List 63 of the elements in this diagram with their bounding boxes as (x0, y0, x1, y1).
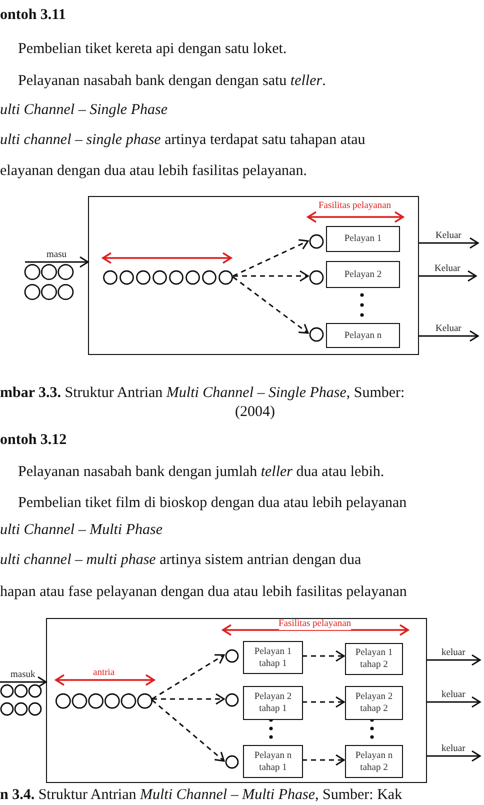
customer-circle (225, 649, 239, 663)
edge-label: Keluar (434, 264, 462, 274)
customer-circle (309, 270, 324, 285)
dashed-arrow (152, 693, 225, 705)
customer-queue (102, 270, 234, 285)
server-label: Pelayan n tahap 2 (354, 750, 394, 774)
server-label: Pelayan 2 tahap 1 (253, 691, 293, 715)
dashed-arrow (302, 754, 345, 766)
arrow (427, 750, 481, 762)
example-heading: ontoh 3.11 (0, 6, 66, 24)
customer-queue (55, 693, 153, 709)
customer-circle (225, 755, 239, 769)
dashed-arrow (232, 276, 309, 334)
body-text: Pembelian tiket kereta api dengan satu loket. (18, 40, 287, 58)
server-label: Pelayan 2 (344, 268, 382, 280)
edge-label: Keluar (434, 324, 462, 334)
customer-circle (309, 327, 324, 342)
section-heading: ulti Channel – Single Phase (0, 101, 168, 119)
figure-caption: n 3.4. Struktur Antrian Multi Channel – Multi Phase, Sumber: Kak (0, 786, 402, 804)
arrow (25, 256, 89, 268)
dimension-label: Fasilitas pelayanan (318, 201, 392, 212)
arrow (0, 676, 47, 688)
figure-caption: (2004) (235, 403, 275, 421)
body-text: Pelayanan nasabah bank dengan dengan satu teller. (18, 72, 326, 90)
example-heading: ontoh 3.12 (0, 431, 67, 449)
arrow (427, 696, 481, 708)
edge-label: keluar (440, 744, 466, 754)
section-heading: ulti Channel – Multi Phase (0, 521, 162, 539)
server-label: Pelayan 1 tahap 2 (354, 647, 394, 671)
server-label: Pelayan n tahap 1 (253, 750, 293, 774)
body-text: elayanan dengan dua atau lebih fasilitas pelayanan. (0, 162, 307, 180)
edge-label: Keluar (434, 231, 462, 241)
dashed-arrow (152, 654, 225, 700)
arriving-customers (24, 262, 74, 302)
edge-label: masuk (10, 670, 36, 680)
arrow (419, 330, 479, 342)
dashed-arrow (152, 699, 225, 762)
server-label: Pelayan 1 tahap 1 (253, 646, 293, 670)
body-text: ulti channel – multi phase artinya sistem antrian dengan dua (0, 551, 362, 569)
arrow (419, 270, 477, 282)
system-frame (88, 196, 419, 355)
system-frame (46, 618, 427, 783)
body-text: ulti channel – single phase artinya terdapat satu tahapan atau (0, 131, 366, 149)
customer-circle (225, 693, 239, 707)
arrow (419, 237, 479, 249)
dashed-arrow (232, 239, 309, 277)
dimension-label: Fasilitas pelayanan (278, 619, 352, 630)
body-text: Pembelian tiket film di bioskop dengan dua atau lebih pelayanan (18, 494, 407, 512)
figure-caption: mbar 3.3. Struktur Antrian Multi Channel – Single Phase, Sumber: (0, 384, 405, 402)
customer-circle (309, 234, 324, 249)
server-label: Pelayan 1 (344, 233, 382, 245)
body-text: hapan atau fase pelayanan dengan dua atau lebih fasilitas pelayanan (0, 583, 407, 601)
edge-label: keluar (440, 690, 466, 700)
dashed-arrow (233, 270, 309, 282)
dashed-arrow (302, 650, 345, 662)
server-label: Pelayan n (344, 330, 382, 342)
arrow (427, 654, 481, 666)
arriving-customers (0, 682, 42, 718)
edge-label: keluar (440, 648, 466, 658)
dashed-arrow (302, 696, 345, 708)
server-label: Pelayan 2 tahap 2 (354, 691, 394, 715)
edge-label: masu (46, 250, 68, 260)
body-text: Pelayanan nasabah bank dengan jumlah teller dua atau lebih. (18, 463, 384, 481)
